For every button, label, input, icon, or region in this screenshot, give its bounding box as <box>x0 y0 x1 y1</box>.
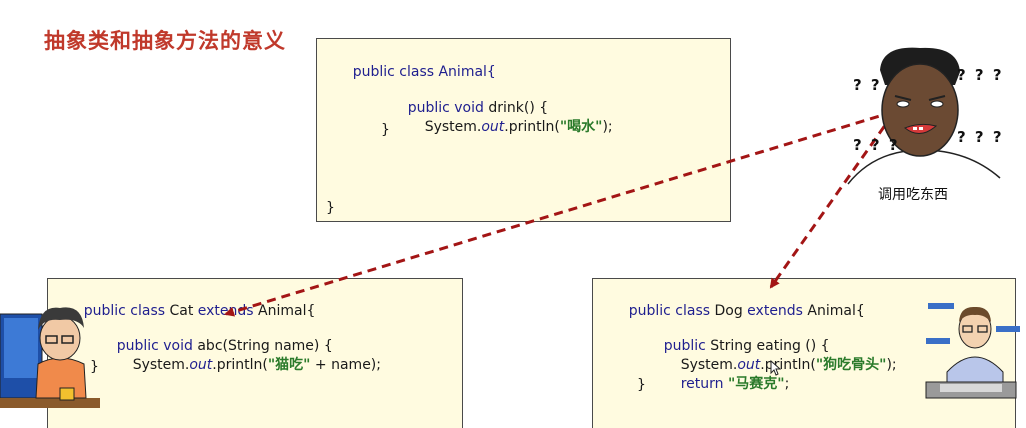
dog-method-modifier: public <box>663 338 706 354</box>
dog-class-name: Dog <box>710 303 748 319</box>
cat-parent-class: Animal{ <box>253 303 316 319</box>
animal-method-closing-brace: } <box>381 122 390 138</box>
dog-class-declaration: public class Dog extends Animal{ <box>602 284 865 338</box>
cat-method-name: abc(String name) { <box>192 338 333 354</box>
dog-eating-method-signature: public String eating () { <box>637 319 830 373</box>
cat-class-declaration: public class Cat extends Animal{ <box>57 284 316 338</box>
question-marks-1: ? ? <box>853 76 882 94</box>
question-marks-2: ? ? ? <box>957 66 1004 84</box>
dog-return-semicolon: ; <box>784 376 790 392</box>
caller-label: 调用吃东西 <box>878 187 948 203</box>
animal-method-name: drink() { <box>483 100 549 116</box>
dog-out-field: out <box>737 357 761 373</box>
animal-println-close: ); <box>602 119 613 135</box>
animal-string-literal: "喝水" <box>559 119 603 135</box>
dog-return-string: "马赛克" <box>727 376 785 392</box>
animal-drink-method-signature: public void drink() { <box>381 81 548 135</box>
dog-return-statement: return "马赛克"; <box>654 357 790 411</box>
cat-method-modifier: public void <box>116 338 193 354</box>
dog-extends-keyword: extends <box>747 303 803 319</box>
confused-man-avatar <box>847 47 1001 185</box>
arrow-to-dog-method <box>769 113 895 289</box>
animal-system-text: System. <box>424 119 482 135</box>
programmer-illustration <box>925 303 1020 399</box>
cat-method-closing-brace: } <box>90 359 99 375</box>
cat-concat-expression: + name); <box>310 357 381 373</box>
animal-class-closing-brace: } <box>326 200 335 216</box>
animal-println-statement: System.out.println("喝水"); <box>398 100 613 154</box>
cat-println-statement: System.out.println("猫吃" + name); <box>106 338 381 392</box>
cat-string-literal: "猫吃" <box>267 357 311 373</box>
animal-method-modifier: public void <box>407 100 484 116</box>
cat-class-code-box: public class Cat extends Animal{ public … <box>47 278 463 428</box>
dog-public-class-keyword: public class <box>628 303 711 319</box>
animal-println-open: .println( <box>504 119 560 135</box>
cat-println-open: .println( <box>212 357 268 373</box>
arrow-to-cat-method <box>224 110 894 317</box>
cat-abc-method-signature: public void abc(String name) { <box>90 319 333 373</box>
dog-method-closing-brace: } <box>637 377 646 393</box>
dog-return-keyword: return <box>680 376 724 392</box>
boy-at-computer-illustration <box>0 307 100 408</box>
animal-class-declaration: public class Animal{ <box>326 45 496 99</box>
dog-system-text: System. <box>680 357 738 373</box>
question-marks-4: ? ? ? <box>853 136 900 154</box>
question-marks-3: ? ? ? <box>957 128 1004 146</box>
animal-out-field: out <box>481 119 505 135</box>
dog-method-name: String eating () { <box>705 338 830 354</box>
mouse-cursor-icon <box>770 359 782 376</box>
dog-class-code-box: public class Dog extends Animal{ public … <box>592 278 1016 428</box>
dog-println-close: ); <box>886 357 897 373</box>
animal-declaration-text: public class Animal{ <box>352 64 496 80</box>
cat-out-field: out <box>189 357 213 373</box>
cat-class-name: Cat <box>165 303 198 319</box>
cat-public-class-keyword: public class <box>83 303 166 319</box>
dog-println-statement: System.out.println("狗吃骨头"); <box>654 338 897 392</box>
slide-title: 抽象类和抽象方法的意义 <box>44 29 286 53</box>
animal-class-code-box: public class Animal{ public void drink()… <box>316 38 731 222</box>
dog-parent-class: Animal{ <box>802 303 865 319</box>
cat-system-text: System. <box>132 357 190 373</box>
dog-string-literal: "狗吃骨头" <box>815 357 887 373</box>
